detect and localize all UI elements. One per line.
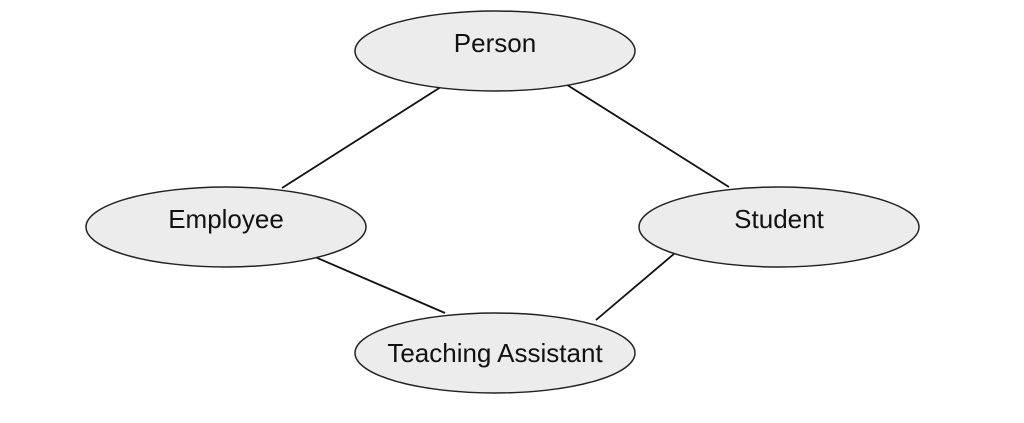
edges bbox=[270, 70, 730, 321]
node-student-shape bbox=[638, 186, 920, 268]
node-teaching-assistant-label: Teaching Assistant bbox=[387, 338, 603, 368]
edge-teaching-assistant-to-student bbox=[595, 241, 689, 321]
node-student-label: Student bbox=[734, 204, 824, 234]
node-employee-shape bbox=[85, 186, 367, 268]
node-employee[interactable]: Employee bbox=[85, 186, 367, 268]
node-employee-label: Employee bbox=[168, 204, 284, 234]
node-person-label: Person bbox=[454, 28, 536, 58]
edge-student-to-person bbox=[544, 70, 730, 188]
node-student[interactable]: Student bbox=[638, 186, 920, 268]
node-teaching-assistant[interactable]: Teaching Assistant bbox=[354, 312, 636, 394]
node-teaching-assistant-shape bbox=[354, 312, 636, 394]
node-person[interactable]: Person bbox=[354, 10, 636, 92]
edge-employee-to-person bbox=[281, 70, 467, 189]
node-person-shape bbox=[354, 10, 636, 92]
